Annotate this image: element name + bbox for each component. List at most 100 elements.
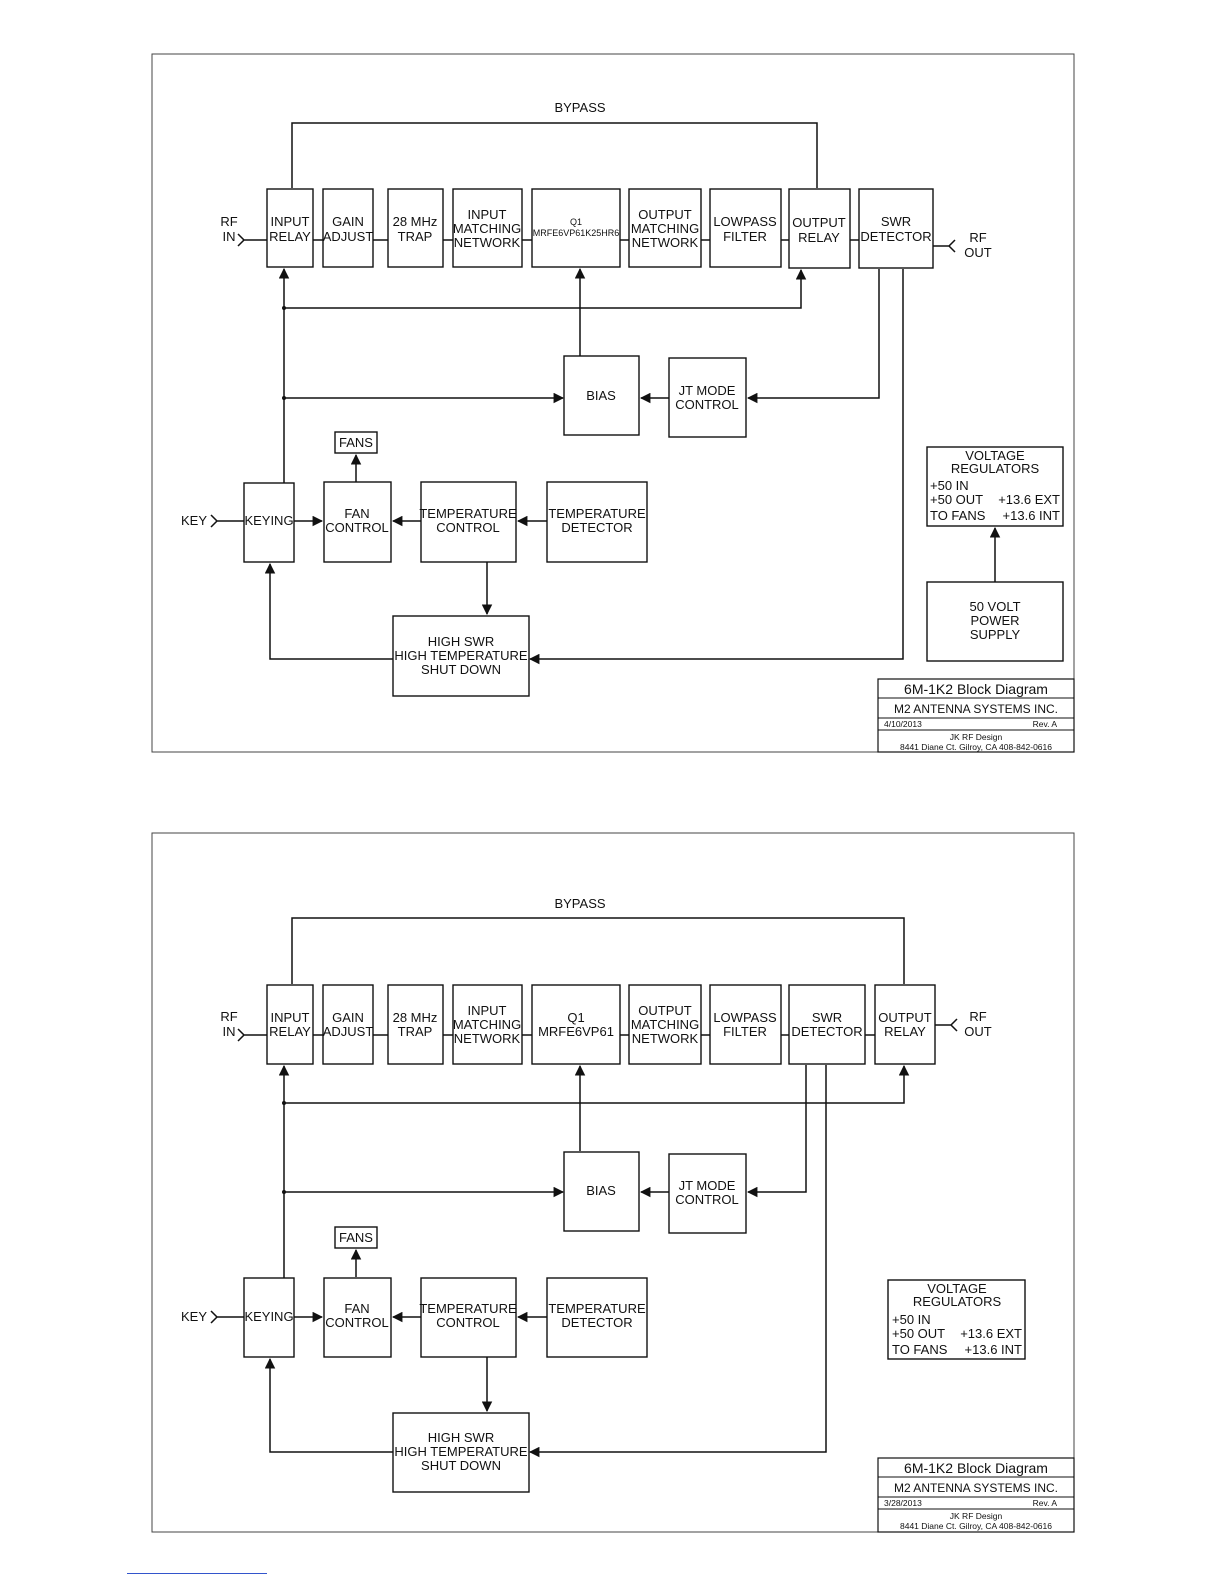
vreg-ext: +13.6 EXT [998, 492, 1060, 507]
fan-control-label: FAN [344, 506, 369, 521]
fan-control-label-2: CONTROL [325, 1315, 389, 1330]
jt-mode-control-box: JT MODE CONTROL [668, 357, 747, 438]
output-relay-label-2: RELAY [884, 1024, 926, 1039]
keying-label: KEYING [244, 1309, 293, 1324]
input-relay-box: INPUT RELAY [266, 984, 314, 1065]
vreg-fans: TO FANS [892, 1342, 948, 1357]
temperature-control-box: TEMPERATURE CONTROL [419, 1277, 517, 1358]
rf-out-connector: RF OUT [933, 230, 992, 260]
title-block-address: 8441 Diane Ct. Gilroy, CA 408-842-0616 [900, 1521, 1052, 1531]
output-matching-box: OUTPUT MATCHING NETWORK [628, 188, 702, 268]
title-block-company: M2 ANTENNA SYSTEMS INC. [894, 702, 1058, 716]
jt-mode-label: JT MODE [679, 383, 736, 398]
output-matching-label-2: MATCHING [631, 221, 699, 236]
fans-box: FANS [334, 431, 378, 454]
output-matching-label: OUTPUT [638, 1003, 692, 1018]
rf-out-label-2: OUT [964, 1024, 992, 1039]
junction-dot [282, 396, 286, 400]
bias-box: BIAS [563, 355, 640, 436]
temp-detector-label-2: DETECTOR [561, 1315, 632, 1330]
jt-mode-label-2: CONTROL [675, 397, 739, 412]
fan-control-label: FAN [344, 1301, 369, 1316]
swr-to-shutdown [528, 1065, 827, 1458]
vreg-title: VOLTAGE [927, 1281, 987, 1296]
fan-control-label-2: CONTROL [325, 520, 389, 535]
gain-adjust-box: GAIN ADJUST [322, 188, 374, 268]
title-block-address: 8441 Diane Ct. Gilroy, CA 408-842-0616 [900, 742, 1052, 752]
bias-label: BIAS [586, 1183, 616, 1198]
fan-control-box: FAN CONTROL [323, 1277, 392, 1358]
fans-label: FANS [339, 435, 373, 450]
jt-mode-label: JT MODE [679, 1178, 736, 1193]
footnote-separator [127, 1573, 267, 1574]
trap-label: 28 MHz [393, 214, 438, 229]
swr-detector-label: SWR [881, 214, 911, 229]
q1-part-label: MRFE6VP61K25HR6 [533, 228, 620, 238]
lowpass-label-2: FILTER [723, 1024, 767, 1039]
swr-to-jt [746, 1065, 807, 1198]
input-matching-label-2: MATCHING [453, 1017, 521, 1032]
bypass-label: BYPASS [554, 896, 605, 911]
swr-detector-label: SWR [812, 1010, 842, 1025]
input-matching-box: INPUT MATCHING NETWORK [452, 984, 523, 1065]
title-block: 6M-1K2 Block Diagram M2 ANTENNA SYSTEMS … [877, 1457, 1075, 1533]
shutdown-label-3: SHUT DOWN [421, 662, 501, 677]
input-relay-label-2: RELAY [269, 229, 311, 244]
trap-box: 28 MHz TRAP [387, 188, 444, 268]
title-block-title: 6M-1K2 Block Diagram [904, 681, 1048, 697]
vreg-50out: +50 OUT [930, 492, 983, 507]
swr-detector-box: SWR DETECTOR [788, 984, 866, 1065]
shutdown-box: HIGH SWR HIGH TEMPERATURE SHUT DOWN [392, 615, 530, 697]
rf-out-label: RF [969, 1009, 986, 1024]
input-relay-box: INPUT RELAY [266, 188, 314, 268]
input-matching-label: INPUT [468, 207, 507, 222]
rf-in-label: RF [220, 214, 237, 229]
shutdown-label: HIGH SWR [428, 634, 494, 649]
block-diagram-2: BYPASS RF IN INPUT RELAY GAIN ADJUST 28 … [151, 832, 1075, 1533]
vreg-50in: +50 IN [930, 478, 969, 493]
q1-box: Q1 MRFE6VP61 [531, 984, 621, 1065]
swr-to-jt [746, 269, 880, 404]
shutdown-label-2: HIGH TEMPERATURE [394, 648, 527, 663]
junction-dot [282, 1190, 286, 1194]
gain-adjust-box: GAIN ADJUST [322, 984, 374, 1065]
temp-control-label-2: CONTROL [436, 1315, 500, 1330]
rf-out-label-2: OUT [964, 245, 992, 260]
voltage-regulators-box: VOLTAGE REGULATORS +50 IN +50 OUT +13.6 … [926, 446, 1064, 527]
title-block-rev: Rev. A [1033, 719, 1058, 729]
vreg-title: VOLTAGE [965, 448, 1025, 463]
keying-to-output-relay [284, 1064, 910, 1104]
lowpass-filter-box: LOWPASS FILTER [709, 984, 782, 1065]
keying-box: KEYING [243, 1277, 295, 1358]
trap-box: 28 MHz TRAP [387, 984, 444, 1065]
vreg-fans: TO FANS [930, 508, 986, 523]
gain-adjust-label-2: ADJUST [323, 1024, 374, 1039]
trap-label-2: TRAP [398, 229, 433, 244]
lowpass-label-2: FILTER [723, 229, 767, 244]
gain-adjust-label: GAIN [332, 1010, 364, 1025]
output-relay-box: OUTPUT RELAY [874, 984, 936, 1065]
shutdown-to-keying [264, 562, 393, 660]
rf-in-label-2: IN [223, 229, 236, 244]
lowpass-label: LOWPASS [713, 1010, 777, 1025]
input-matching-label-2: MATCHING [453, 221, 521, 236]
block-diagram-1: BYPASS RF IN INPUT RELAY GAIN ADJUST 28 … [151, 53, 1075, 753]
vreg-int: +13.6 INT [965, 1342, 1023, 1357]
output-relay-label-2: RELAY [798, 230, 840, 245]
swr-detector-box: SWR DETECTOR [858, 188, 934, 269]
key-connector: KEY [181, 513, 244, 528]
q1-box: Q1 MRFE6VP61K25HR6 [531, 188, 621, 268]
keying-label: KEYING [244, 513, 293, 528]
title-block-designer: JK RF Design [950, 732, 1003, 742]
shutdown-box: HIGH SWR HIGH TEMPERATURE SHUT DOWN [392, 1412, 530, 1493]
key-connector: KEY [181, 1309, 244, 1324]
swr-to-shutdown [528, 269, 904, 665]
power-supply-box: 50 VOLT POWER SUPPLY [926, 581, 1064, 662]
input-relay-label: INPUT [271, 1010, 310, 1025]
temp-detector-label: TEMPERATURE [548, 506, 646, 521]
bypass-path [291, 917, 905, 984]
title-block-title: 6M-1K2 Block Diagram [904, 1460, 1048, 1476]
input-matching-label: INPUT [468, 1003, 507, 1018]
key-label: KEY [181, 1309, 207, 1324]
input-matching-label-3: NETWORK [454, 1031, 521, 1046]
